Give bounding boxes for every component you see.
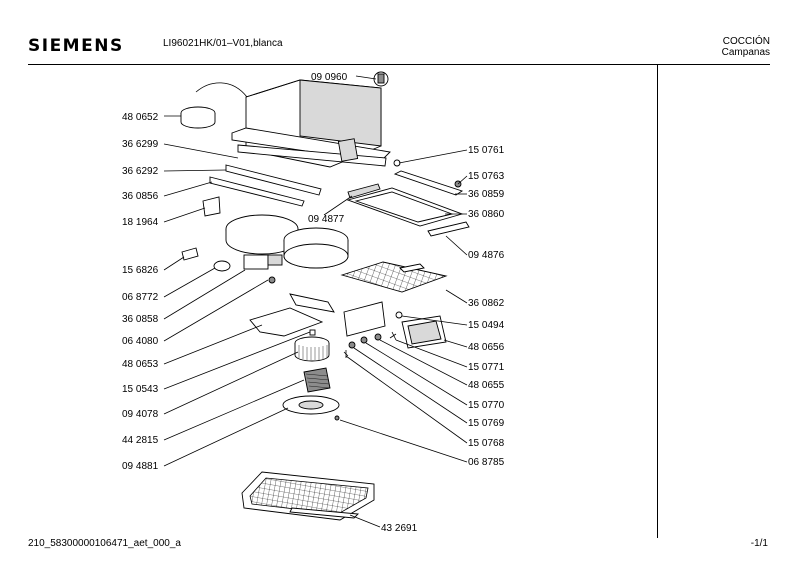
hood-housing (231, 79, 391, 168)
part-label: 48 0656 (468, 342, 505, 353)
part-label: 09 4877 (308, 214, 345, 225)
part-label: 48 0655 (468, 380, 505, 391)
right-column-divider (657, 64, 658, 538)
part-label: 43 2691 (381, 523, 418, 534)
fan-impeller (303, 367, 331, 393)
header-divider (28, 64, 770, 65)
part-label: 09 4881 (122, 461, 159, 472)
part-label: 36 0856 (122, 191, 159, 202)
category-line-1: COCCIÓN (722, 36, 770, 47)
part-label: 15 0494 (468, 320, 505, 331)
grease-filter-360862 (340, 261, 448, 293)
part-label: 48 0652 (122, 112, 159, 123)
part-label: 36 6292 (122, 166, 159, 177)
part-label: 15 0761 (468, 145, 505, 156)
part-label: 06 4080 (122, 336, 159, 347)
motor-cable (180, 82, 248, 129)
page-number: -1/1 (750, 538, 768, 549)
part-label: 36 0862 (468, 298, 505, 309)
part-label: 36 6299 (122, 139, 159, 150)
part-label: 15 0763 (468, 171, 505, 182)
part-label: 36 0859 (468, 189, 505, 200)
part-label: 06 8772 (122, 292, 159, 303)
fan-housings (225, 214, 349, 269)
brand-logo: SIEMENS (28, 36, 124, 56)
leader-lines (163, 75, 468, 528)
document-id: 210_58300000106471_aet_000_a (28, 538, 181, 549)
bracket-181964 (202, 196, 221, 217)
bottom-filter-432691 (241, 471, 375, 521)
rails (209, 164, 381, 207)
part-label: 15 0769 (468, 418, 505, 429)
part-label: 06 8785 (468, 457, 505, 468)
part-label: 15 0770 (468, 400, 505, 411)
part-label: 15 6826 (122, 265, 159, 276)
connector-090960 (373, 71, 389, 87)
part-labels: 09 0960 48 0652 36 6299 36 6292 36 0856 … (122, 72, 505, 534)
part-label: 36 0858 (122, 314, 159, 325)
motor-brackets (249, 293, 335, 337)
part-label: 36 0860 (468, 209, 505, 220)
part-label: 09 4078 (122, 409, 159, 420)
part-label: 18 1964 (122, 217, 159, 228)
part-label: 15 0768 (468, 438, 505, 449)
part-label: 09 4876 (468, 250, 505, 261)
control-panel (343, 301, 447, 358)
model-number: LI96021HK/01–V01,blanca (163, 38, 283, 49)
small-parts-left (181, 247, 283, 284)
right-frame (346, 159, 470, 237)
part-label: 09 0960 (311, 72, 348, 83)
category-line-2: Campanas (721, 47, 770, 58)
category: COCCIÓN Campanas (722, 36, 770, 58)
round-plate (282, 395, 340, 421)
part-label: 48 0653 (122, 359, 159, 370)
part-label: 44 2815 (122, 435, 159, 446)
part-label: 15 0771 (468, 362, 505, 373)
part-label: 15 0543 (122, 384, 159, 395)
blower-wheel (294, 336, 330, 362)
